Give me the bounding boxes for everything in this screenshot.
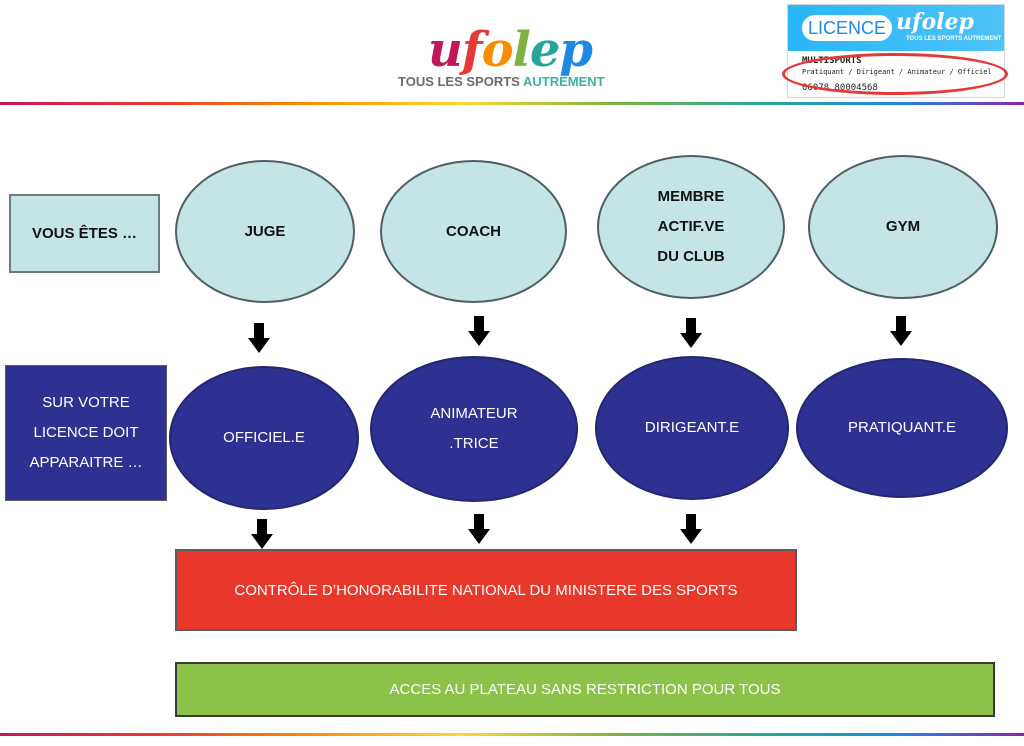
down-arrow-icon (680, 514, 702, 546)
licence-card-image: LICENCE ufolep TOUS LES SPORTS AUTREMENT… (787, 4, 1005, 98)
down-arrow-icon (468, 316, 490, 348)
oval-role-label: GYM (885, 218, 921, 235)
oval-role-label: COACH (446, 222, 501, 240)
oval-role-label: JUGE (244, 222, 286, 240)
down-arrow-icon (468, 514, 490, 546)
access-box: ACCES AU PLATEAU SANS RESTRICTION POUR T… (175, 662, 995, 717)
row-label-licence: SUR VOTRE LICENCE DOIT APPARAITRE … (5, 365, 167, 501)
highlight-circle (782, 53, 1008, 95)
oval-licence-dirigeant: DIRIGEANT.E (595, 356, 789, 500)
oval-role-juge: JUGE (175, 160, 355, 303)
down-arrow-icon (890, 316, 912, 348)
oval-licence-label: ANIMATEUR .TRICE (430, 405, 518, 452)
oval-role-membre: MEMBRE ACTIF.VE DU CLUB (597, 155, 785, 299)
licence-badge: LICENCE (802, 15, 893, 41)
oval-licence-label: PRATIQUANT.E (847, 419, 957, 436)
header: ufolep TOUS LES SPORTS AUTREMENT LICENCE… (0, 0, 1024, 103)
oval-role-coach: COACH (380, 160, 567, 303)
down-arrow-icon (248, 323, 270, 355)
row-label-you-are: VOUS ÊTES … (9, 194, 160, 273)
ufolep-logo: ufolep TOUS LES SPORTS AUTREMENT (396, 20, 636, 95)
down-arrow-icon (251, 519, 273, 551)
control-box: CONTRÔLE D’HONORABILITE NATIONAL DU MINI… (175, 549, 797, 631)
logo-tagline: TOUS LES SPORTS AUTREMENT (398, 74, 605, 89)
licence-brand-tagline: TOUS LES SPORTS AUTREMENT (906, 36, 1002, 42)
logo-tagline-accent: AUTREMENT (522, 74, 605, 89)
licence-brand: ufolep (896, 9, 974, 35)
logo-wordmark: ufolep (428, 22, 593, 78)
oval-licence-officiel: OFFICIEL.E (169, 366, 359, 510)
oval-role-gym: GYM (808, 155, 998, 299)
header-divider (0, 102, 1024, 105)
access-box-label: ACCES AU PLATEAU SANS RESTRICTION POUR T… (389, 681, 781, 698)
oval-licence-animateur: ANIMATEUR .TRICE (370, 356, 578, 502)
oval-licence-label: OFFICIEL.E (223, 429, 305, 446)
logo-tagline-main: TOUS LES SPORTS (398, 74, 520, 89)
oval-role-label: MEMBRE ACTIF.VE DU CLUB (657, 188, 725, 265)
down-arrow-icon (680, 318, 702, 350)
footer-divider (0, 733, 1024, 736)
control-box-label: CONTRÔLE D’HONORABILITE NATIONAL DU MINI… (234, 581, 738, 599)
oval-licence-label: DIRIGEANT.E (644, 419, 740, 436)
oval-licence-pratiquant: PRATIQUANT.E (796, 358, 1008, 498)
